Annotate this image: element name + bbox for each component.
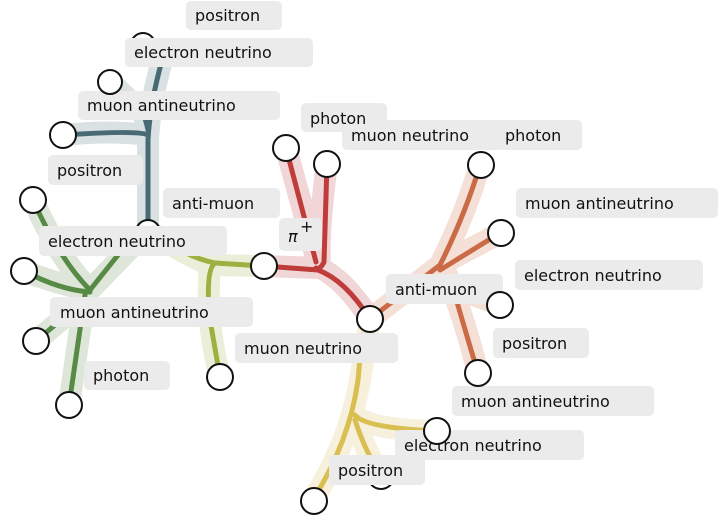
node[interactable] bbox=[486, 291, 514, 319]
label-electron-neutrino-2: electron neutrino bbox=[39, 226, 227, 256]
svg-text:+: + bbox=[300, 217, 313, 236]
label-anti-muon-2: anti-muon bbox=[386, 274, 503, 304]
svg-text:positron: positron bbox=[502, 334, 567, 353]
svg-text:anti-muon: anti-muon bbox=[172, 194, 254, 213]
svg-text:photon: photon bbox=[505, 126, 561, 145]
label-muon-antineutrino-3: muon antineutrino bbox=[516, 188, 718, 218]
label-pi-plus: π+ bbox=[279, 217, 322, 251]
svg-text:π: π bbox=[288, 227, 298, 246]
node-pi-plus[interactable] bbox=[250, 252, 278, 280]
node[interactable] bbox=[423, 417, 451, 445]
label-electron-neutrino-3: electron neutrino bbox=[515, 260, 703, 290]
svg-text:electron neutrino: electron neutrino bbox=[48, 232, 186, 251]
label-photon-1: photon bbox=[301, 103, 387, 132]
svg-text:positron: positron bbox=[57, 161, 122, 180]
node[interactable] bbox=[19, 186, 47, 214]
label-photon-3: photon bbox=[84, 361, 170, 390]
svg-text:electron neutrino: electron neutrino bbox=[134, 43, 272, 62]
node[interactable] bbox=[55, 391, 83, 419]
labels: positron electron neutrino muon antineut… bbox=[39, 1, 718, 485]
label-positron-2: positron bbox=[48, 155, 143, 185]
node[interactable] bbox=[206, 363, 234, 391]
label-muon-neutrino-2: muon neutrino bbox=[235, 333, 398, 363]
node[interactable] bbox=[272, 134, 300, 162]
label-photon-2: photon bbox=[497, 120, 582, 150]
svg-text:anti-muon: anti-muon bbox=[395, 280, 477, 299]
label-electron-neutrino-4: electron neutrino bbox=[395, 430, 584, 460]
label-electron-neutrino-1: electron neutrino bbox=[125, 38, 313, 67]
label-positron-1: positron bbox=[186, 1, 282, 30]
svg-text:electron neutrino: electron neutrino bbox=[524, 266, 662, 285]
svg-text:muon antineutrino: muon antineutrino bbox=[60, 303, 209, 322]
node[interactable] bbox=[300, 487, 328, 515]
label-muon-antineutrino-4: muon antineutrino bbox=[452, 386, 654, 416]
label-muon-antineutrino-2: muon antineutrino bbox=[50, 297, 253, 327]
node[interactable] bbox=[487, 219, 515, 247]
node[interactable] bbox=[467, 151, 495, 179]
svg-text:muon antineutrino: muon antineutrino bbox=[461, 392, 610, 411]
svg-text:photon: photon bbox=[310, 109, 366, 128]
node[interactable] bbox=[313, 150, 341, 178]
label-anti-muon-1: anti-muon bbox=[163, 188, 280, 218]
svg-text:muon antineutrino: muon antineutrino bbox=[87, 96, 236, 115]
node[interactable] bbox=[49, 121, 77, 149]
node[interactable] bbox=[10, 257, 38, 285]
label-muon-antineutrino-1: muon antineutrino bbox=[78, 91, 280, 120]
nodes bbox=[10, 69, 515, 515]
label-positron-3: positron bbox=[493, 328, 589, 358]
svg-text:photon: photon bbox=[93, 366, 149, 385]
svg-text:muon antineutrino: muon antineutrino bbox=[525, 194, 674, 213]
svg-text:positron: positron bbox=[338, 461, 403, 480]
label-positron-4: positron bbox=[329, 455, 425, 485]
node[interactable] bbox=[97, 69, 123, 95]
node[interactable] bbox=[464, 359, 492, 387]
node-anti-muon[interactable] bbox=[356, 305, 384, 333]
svg-text:electron neutrino: electron neutrino bbox=[404, 436, 542, 455]
svg-text:muon neutrino: muon neutrino bbox=[244, 339, 362, 358]
node[interactable] bbox=[22, 327, 50, 355]
svg-text:positron: positron bbox=[195, 6, 260, 25]
